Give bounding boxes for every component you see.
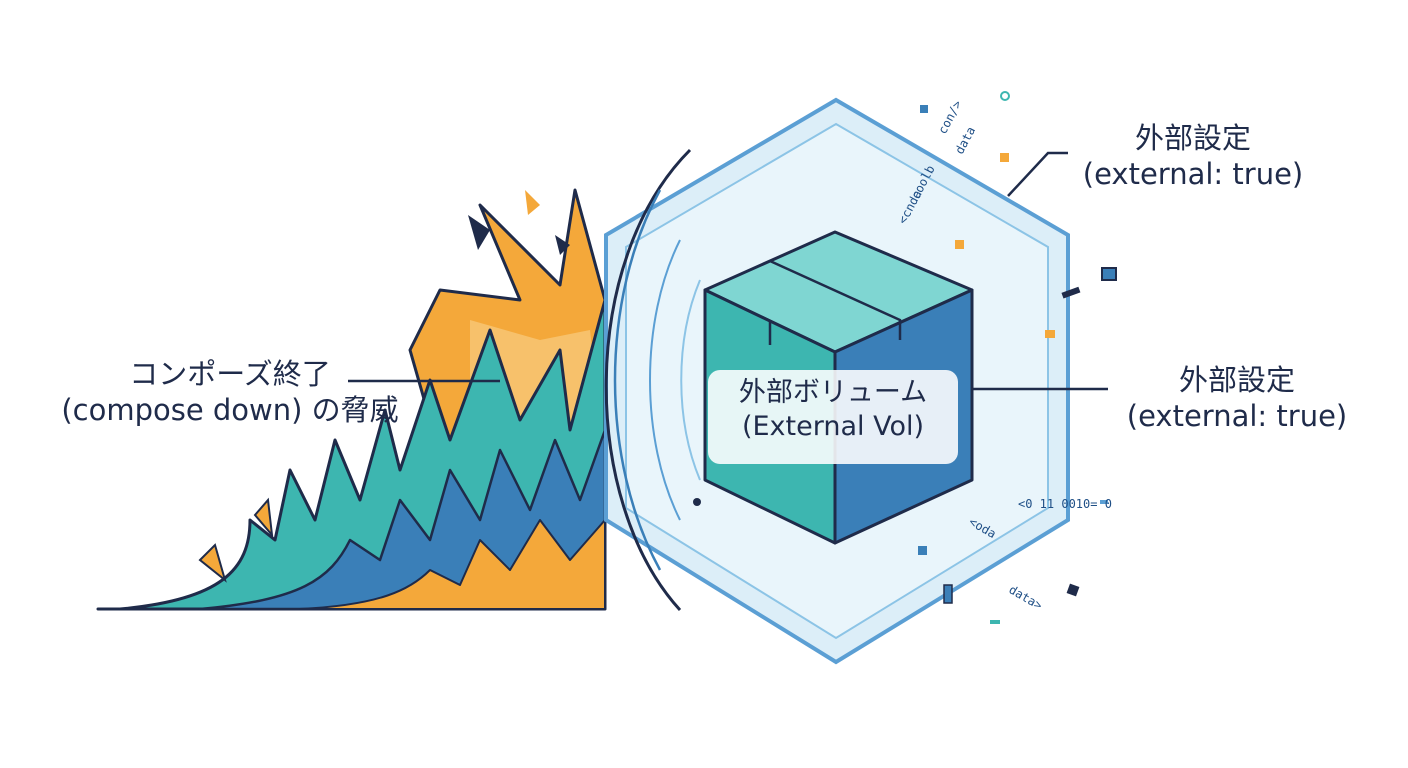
threat-label: コンポーズ終了 (compose down) の脅威: [40, 356, 420, 429]
external-setting-label-top: 外部設定 (external: true): [1068, 120, 1318, 193]
threat-label-line2: (compose down) の脅威: [61, 393, 399, 428]
particles: [693, 91, 1117, 624]
external-mid-line1: 外部設定: [1178, 363, 1295, 397]
volume-label-line2: (External Vol): [741, 410, 925, 442]
code-fragment: data>: [1007, 582, 1045, 612]
volume-label-line1: 外部ボリューム: [738, 377, 928, 408]
ext-top-leader-line: [1007, 151, 1068, 197]
external-top-line2: (external: true): [1082, 157, 1304, 192]
external-setting-label-mid: 外部設定 (external: true): [1112, 362, 1362, 435]
volume-label: 外部ボリューム (External Vol): [708, 370, 958, 464]
external-mid-line2: (external: true): [1126, 399, 1348, 434]
external-top-line1: 外部設定: [1134, 121, 1251, 155]
wave-threat: [118, 298, 607, 611]
code-fragment: con/>: [935, 98, 964, 136]
code-fragment: data: [952, 124, 978, 156]
threat-label-line1: コンポーズ終了: [129, 357, 331, 391]
code-fragment: <0 11 0010= 0: [1018, 497, 1112, 511]
